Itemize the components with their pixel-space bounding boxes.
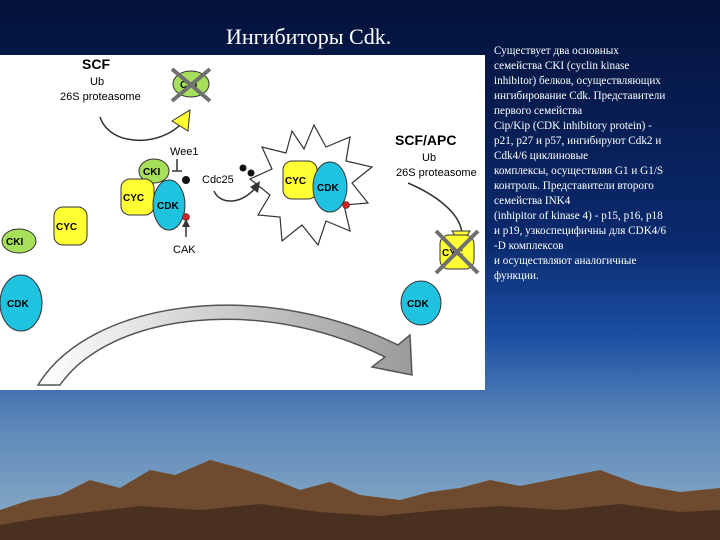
free-cdk-right: [400, 280, 442, 326]
body-line: контроль. Представители второго: [494, 180, 654, 192]
body-line: ингибирование Cdk. Представители: [494, 90, 666, 102]
free-cdk-left-label: CDK: [7, 299, 29, 310]
scf-degradation-arrow: [99, 116, 183, 142]
body-text: Существует два основных семейства CKI (c…: [494, 44, 716, 284]
body-line: и осуществляют аналогичные: [494, 255, 637, 267]
active-cyc-label: CYC: [285, 176, 306, 187]
phosphate-dot: [247, 169, 255, 177]
scfapc-ub-label: Ub: [422, 152, 436, 164]
scfapc-label: SCF/APC: [395, 132, 456, 148]
body-line: функции.: [494, 270, 539, 282]
slide-title: Ингибиторы Cdk.: [226, 24, 392, 49]
body-line: -D комплексов: [494, 240, 564, 252]
free-cdk-left: [0, 274, 43, 332]
complex-cki: [138, 158, 170, 184]
body-line: семейства CKI (cyclin kinase: [494, 60, 630, 72]
phosphate-dot: [342, 201, 350, 209]
body-line: Существует два основных: [494, 45, 619, 57]
free-cyc-label: CYC: [56, 222, 77, 233]
scf-arrow-head: [171, 109, 191, 132]
scfapc-proteasome-label: 26S proteasome: [396, 167, 477, 179]
cross-line: [170, 67, 212, 103]
scfapc-degradation-arrow: [407, 182, 463, 234]
complex-cyc-label: CYC: [123, 193, 144, 204]
active-cdk-label: CDK: [317, 183, 339, 194]
complex-cdk: [152, 179, 186, 231]
cdc25-label: Cdc25: [202, 174, 234, 186]
scf-ub-label: Ub: [90, 76, 104, 88]
cycle-arrow: [36, 304, 413, 386]
body-line: p21, p27 и p57, ингибируют Cdk2 и: [494, 135, 662, 147]
complex-cki-label: CKI: [143, 167, 160, 178]
body-line: и p19, узкоспецифичны для CDK4/6: [494, 225, 667, 237]
body-line: Cip/Kip (CDK inhibitory protein) -: [494, 120, 652, 132]
degraded-cyc-label: CYC: [442, 248, 463, 259]
body-line: Cdk4/6 циклиновые: [494, 150, 589, 162]
phosphate-dot: [239, 164, 247, 172]
wee1-label: Wee1: [170, 146, 199, 158]
cdc25-arrow: [213, 186, 257, 202]
cak-label: CAK: [173, 244, 196, 256]
body-line: (inhipitor of kinase 4) - p15, p16, p18: [494, 210, 663, 222]
phosphate-dot: [182, 176, 190, 184]
body-line: первого семейства: [494, 105, 583, 117]
free-cki: [1, 228, 37, 254]
cross-line: [434, 229, 480, 275]
free-cdk-right-label: CDK: [407, 299, 429, 310]
mountain-landscape: [0, 460, 720, 540]
body-line: семейства INK4: [494, 195, 571, 207]
body-line: комплексы, осуществляя G1 и G1/S: [494, 165, 664, 177]
complex-cdk-label: CDK: [157, 201, 179, 212]
active-cdk: [312, 161, 348, 213]
scf-proteasome-label: 26S proteasome: [60, 91, 141, 103]
body-line: inhibitor) белков, осуществляющих: [494, 75, 661, 87]
free-cyc: [53, 206, 88, 246]
cdk-inhibition-diagram: SCF Ub 26S proteasome CKI Wee1 CKI CYC C…: [0, 55, 485, 390]
scf-label: SCF: [82, 56, 110, 72]
free-cki-label: CKI: [6, 237, 23, 248]
